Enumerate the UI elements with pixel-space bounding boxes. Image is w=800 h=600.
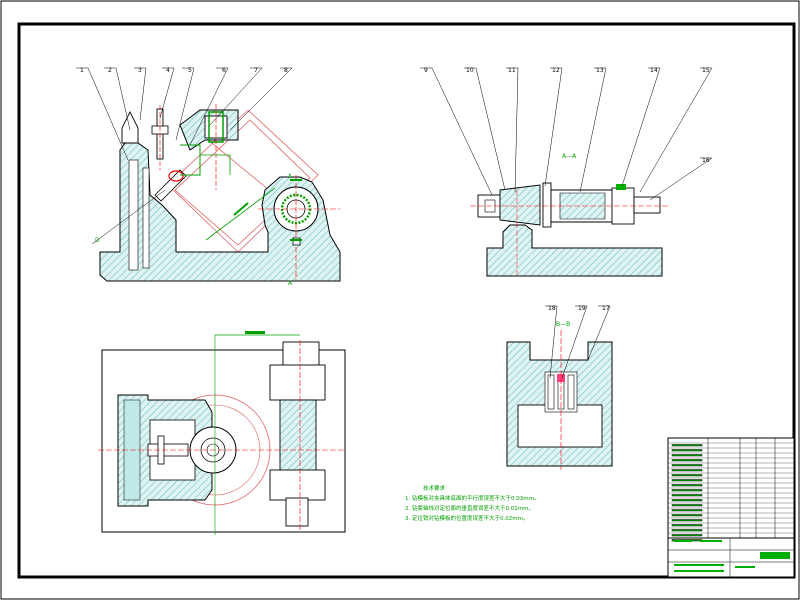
bom-row-text [671, 514, 703, 517]
bom-row-text [671, 444, 703, 447]
bom-row-text [671, 499, 703, 502]
callout-11: 11 [508, 67, 516, 74]
callout-5: 5 [188, 67, 192, 74]
callout-9: 9 [424, 67, 428, 74]
top-view [98, 331, 346, 535]
callout-19: 19 [578, 305, 586, 312]
tech-note-1: 1. 钻模板对夹具体底面的平行度误差不大于0.03mm。 [405, 494, 539, 502]
callout-7: 7 [254, 67, 258, 74]
bom-row-text [671, 454, 703, 457]
bom-row-text [671, 479, 703, 482]
callout-10: 10 [466, 67, 474, 74]
callout-8: 8 [284, 67, 288, 74]
bom-row-text [671, 484, 703, 487]
section-marker-a-top: A [288, 173, 293, 180]
bom-row-text [671, 519, 703, 522]
bom-row-text [671, 534, 703, 537]
bom-row-text [671, 529, 703, 532]
tech-note-3: 3. 定位销对钻模板的位置度误差不大于0.02mm。 [405, 514, 528, 522]
section-a-a-label: A—A [562, 153, 577, 160]
bom-row-text [671, 489, 703, 492]
section-marker-a-bottom: A [288, 280, 293, 287]
callout-1: 1 [80, 67, 84, 74]
callout-13: 13 [596, 67, 604, 74]
bom-row-text [671, 494, 703, 497]
technical-requirements: 技术要求 1. 钻模板对夹具体底面的平行度误差不大于0.03mm。 2. 钻套轴… [405, 484, 539, 522]
section-b-b-label: B—B [556, 321, 570, 328]
inner-frame [17, 22, 796, 579]
bom-row-text [671, 449, 703, 452]
callout-3: 3 [138, 67, 142, 74]
callout-4: 4 [166, 67, 170, 74]
section-a-a-view: A—A 9 10 11 12 13 14 15 16 [420, 67, 713, 277]
callout-6: 6 [222, 67, 226, 74]
bom-row-text [671, 524, 703, 527]
bom-row-text [671, 459, 703, 462]
callout-18: 18 [548, 305, 556, 312]
callout-14: 14 [650, 67, 658, 74]
callout-15: 15 [702, 67, 710, 74]
section-b-b-view: B—B 18 19 17 [506, 305, 613, 470]
tech-note-2: 2. 钻套轴线对定位面的垂直度误差不大于0.01mm。 [405, 504, 534, 512]
bom-row-text [671, 469, 703, 472]
tech-title: 技术要求 [423, 484, 446, 492]
callout-17: 17 [602, 305, 610, 312]
bom-row-text [671, 504, 703, 507]
bom-row-text [671, 474, 703, 477]
callout-2: 2 [108, 67, 112, 74]
title-block [667, 437, 795, 578]
bom-row-text [671, 509, 703, 512]
callout-16: 16 [702, 157, 710, 164]
callout-12: 12 [552, 67, 560, 74]
bom-row-text [671, 464, 703, 467]
front-view: A A 1 2 3 4 5 6 7 8 D [76, 67, 341, 287]
callout-d: D [95, 237, 100, 244]
